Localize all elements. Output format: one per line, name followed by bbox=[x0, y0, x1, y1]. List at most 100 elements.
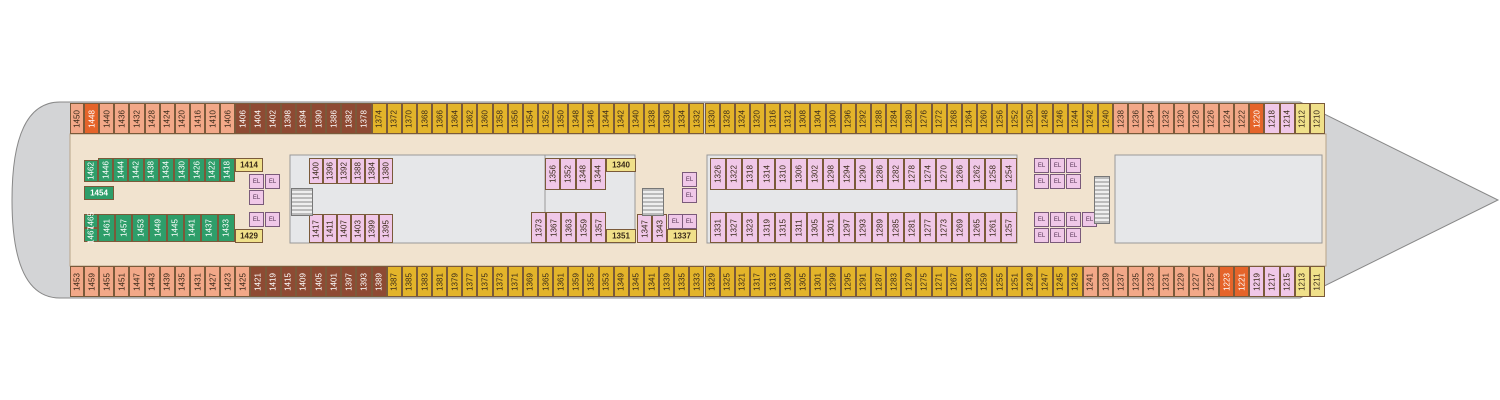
cabin-1314[interactable]: 1314 bbox=[758, 158, 775, 190]
cabin-1345[interactable]: 1345 bbox=[628, 266, 644, 297]
cabin-1424[interactable]: 1424 bbox=[159, 103, 175, 134]
cabin-1431[interactable]: 1431 bbox=[189, 266, 206, 297]
cabin-1340[interactable]: 1340 bbox=[628, 103, 644, 134]
cabin-1286[interactable]: 1286 bbox=[871, 158, 888, 190]
cabin-1271[interactable]: 1271 bbox=[931, 266, 947, 297]
cabin-1323[interactable]: 1323 bbox=[742, 212, 759, 243]
cabin-1236[interactable]: 1236 bbox=[1128, 103, 1144, 134]
cabin-1263[interactable]: 1263 bbox=[961, 266, 977, 297]
cabin-1432[interactable]: 1432 bbox=[129, 103, 145, 134]
cabin-1404[interactable]: 1404 bbox=[250, 103, 266, 134]
cabin-1299[interactable]: 1299 bbox=[825, 266, 841, 297]
cabin-1279[interactable]: 1279 bbox=[901, 266, 917, 297]
cabin-1269[interactable]: 1269 bbox=[952, 212, 969, 243]
cabin-1278[interactable]: 1278 bbox=[903, 158, 921, 190]
cabin-1245[interactable]: 1245 bbox=[1052, 266, 1068, 297]
cabin-1426[interactable]: 1426 bbox=[189, 158, 205, 182]
cabin-1268[interactable]: 1268 bbox=[946, 103, 962, 134]
cabin-1227[interactable]: 1227 bbox=[1188, 266, 1204, 297]
cabin-1358[interactable]: 1358 bbox=[492, 103, 508, 134]
cabin-1262[interactable]: 1262 bbox=[968, 158, 985, 190]
cabin-1330[interactable]: 1330 bbox=[704, 103, 720, 134]
cabin-1435[interactable]: 1435 bbox=[174, 266, 190, 297]
cabin-1454[interactable]: 1454 bbox=[84, 186, 114, 200]
cabin-1230[interactable]: 1230 bbox=[1173, 103, 1189, 134]
cabin-1300[interactable]: 1300 bbox=[825, 103, 841, 134]
cabin-1255[interactable]: 1255 bbox=[992, 266, 1008, 297]
cabin-1249[interactable]: 1249 bbox=[1022, 266, 1038, 297]
cabin-1366[interactable]: 1366 bbox=[432, 103, 448, 134]
cabin-1368[interactable]: 1368 bbox=[416, 103, 433, 134]
cabin-1215[interactable]: 1215 bbox=[1279, 266, 1295, 297]
cabin-1301[interactable]: 1301 bbox=[823, 212, 840, 243]
cabin-1399[interactable]: 1399 bbox=[365, 214, 379, 243]
cabin-1406[interactable]: 1406 bbox=[220, 103, 236, 134]
cabin-1250[interactable]: 1250 bbox=[1022, 103, 1038, 134]
cabin-1360[interactable]: 1360 bbox=[477, 103, 493, 134]
cabin-1386[interactable]: 1386 bbox=[326, 103, 342, 134]
cabin-1356[interactable]: 1356 bbox=[507, 103, 523, 134]
cabin-1272[interactable]: 1272 bbox=[931, 103, 947, 134]
cabin-1223[interactable]: 1223 bbox=[1219, 266, 1235, 297]
cabin-1352[interactable]: 1352 bbox=[538, 103, 554, 134]
cabin-1453[interactable]: 1453 bbox=[70, 266, 84, 297]
cabin-1421[interactable]: 1421 bbox=[250, 266, 266, 297]
cabin-1280[interactable]: 1280 bbox=[901, 103, 917, 134]
cabin-1312[interactable]: 1312 bbox=[780, 103, 796, 134]
cabin-1465[interactable]: 1465 bbox=[84, 212, 98, 230]
cabin-1461[interactable]: 1461 bbox=[98, 214, 116, 242]
cabin-1381[interactable]: 1381 bbox=[432, 266, 448, 297]
cabin-1446[interactable]: 1446 bbox=[98, 158, 114, 182]
cabin-1394[interactable]: 1394 bbox=[295, 103, 311, 134]
cabin-1356[interactable]: 1356 bbox=[545, 158, 561, 190]
cabin-1393[interactable]: 1393 bbox=[356, 266, 372, 297]
cabin-1344[interactable]: 1344 bbox=[598, 103, 614, 134]
cabin-1220[interactable]: 1220 bbox=[1249, 103, 1265, 134]
cabin-1302[interactable]: 1302 bbox=[806, 158, 824, 190]
cabin-1409[interactable]: 1409 bbox=[295, 266, 311, 297]
cabin-1251[interactable]: 1251 bbox=[1007, 266, 1023, 297]
cabin-1428[interactable]: 1428 bbox=[144, 103, 160, 134]
cabin-1276[interactable]: 1276 bbox=[916, 103, 932, 134]
cabin-1327[interactable]: 1327 bbox=[726, 212, 743, 243]
cabin-1329[interactable]: 1329 bbox=[704, 266, 720, 297]
cabin-1301[interactable]: 1301 bbox=[810, 266, 826, 297]
cabin-1247[interactable]: 1247 bbox=[1037, 266, 1053, 297]
cabin-1283[interactable]: 1283 bbox=[886, 266, 902, 297]
cabin-1433[interactable]: 1433 bbox=[217, 214, 235, 242]
cabin-1457[interactable]: 1457 bbox=[115, 214, 133, 242]
cabin-1246[interactable]: 1246 bbox=[1052, 103, 1068, 134]
cabin-1234[interactable]: 1234 bbox=[1143, 103, 1159, 134]
cabin-1429[interactable]: 1429 bbox=[235, 229, 263, 243]
cabin-1297[interactable]: 1297 bbox=[839, 212, 856, 243]
cabin-1294[interactable]: 1294 bbox=[839, 158, 856, 190]
cabin-1328[interactable]: 1328 bbox=[719, 103, 735, 134]
cabin-1357[interactable]: 1357 bbox=[591, 212, 606, 243]
cabin-1284[interactable]: 1284 bbox=[886, 103, 902, 134]
cabin-1221[interactable]: 1221 bbox=[1234, 266, 1250, 297]
cabin-1222[interactable]: 1222 bbox=[1234, 103, 1250, 134]
cabin-1395[interactable]: 1395 bbox=[379, 214, 393, 243]
cabin-1388[interactable]: 1388 bbox=[351, 158, 365, 184]
cabin-1264[interactable]: 1264 bbox=[961, 103, 977, 134]
cabin-1257[interactable]: 1257 bbox=[1000, 212, 1017, 243]
cabin-1298[interactable]: 1298 bbox=[823, 158, 840, 190]
cabin-1392[interactable]: 1392 bbox=[337, 158, 351, 184]
cabin-1282[interactable]: 1282 bbox=[887, 158, 904, 190]
cabin-1401[interactable]: 1401 bbox=[326, 266, 342, 297]
cabin-1242[interactable]: 1242 bbox=[1082, 103, 1098, 134]
cabin-1380[interactable]: 1380 bbox=[379, 158, 393, 184]
cabin-1407[interactable]: 1407 bbox=[337, 214, 351, 243]
cabin-1266[interactable]: 1266 bbox=[952, 158, 969, 190]
cabin-1293[interactable]: 1293 bbox=[855, 212, 872, 243]
cabin-1296[interactable]: 1296 bbox=[840, 103, 856, 134]
cabin-1442[interactable]: 1442 bbox=[128, 158, 144, 182]
cabin-1436[interactable]: 1436 bbox=[114, 103, 130, 134]
cabin-1287[interactable]: 1287 bbox=[870, 266, 887, 297]
cabin-1241[interactable]: 1241 bbox=[1082, 266, 1098, 297]
cabin-1437[interactable]: 1437 bbox=[200, 214, 218, 242]
cabin-1422[interactable]: 1422 bbox=[204, 158, 220, 182]
cabin-1361[interactable]: 1361 bbox=[553, 266, 569, 297]
cabin-1291[interactable]: 1291 bbox=[855, 266, 871, 297]
cabin-1331[interactable]: 1331 bbox=[710, 212, 727, 243]
